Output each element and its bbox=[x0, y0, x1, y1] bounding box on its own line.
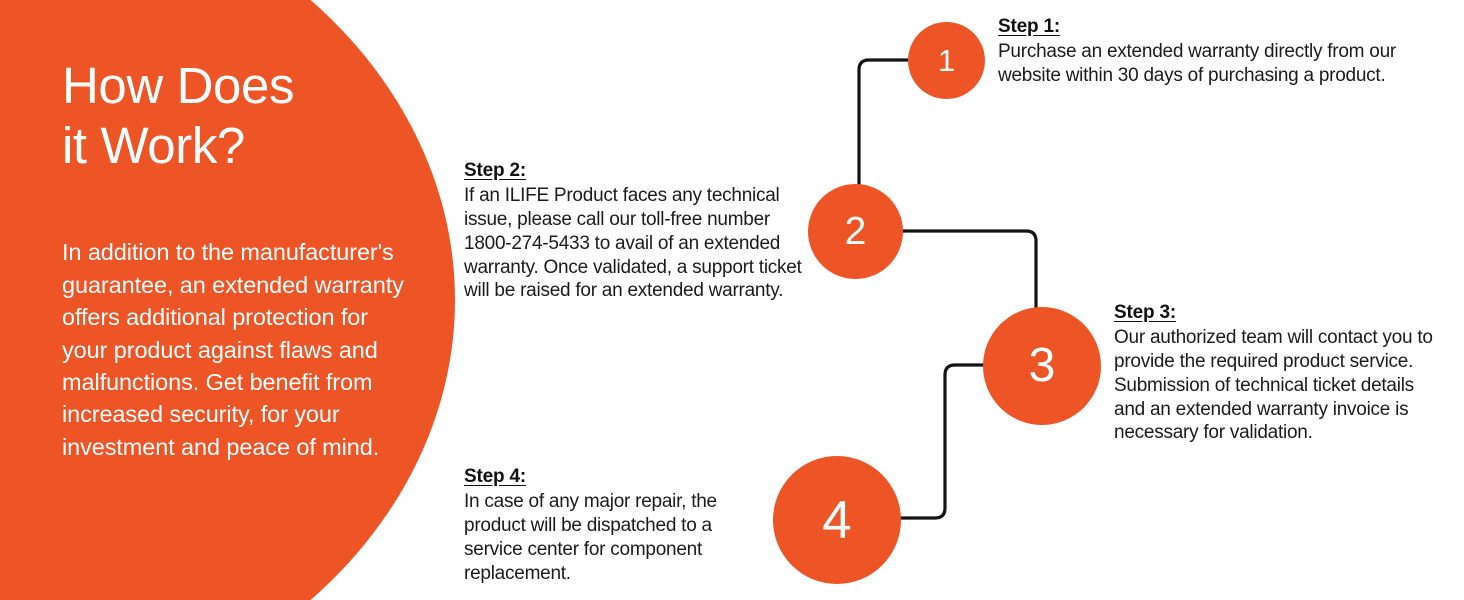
step-block-2: Step 2: If an ILIFE Product faces any te… bbox=[464, 160, 812, 303]
hero-background-shape bbox=[0, 0, 455, 600]
step-block-4: Step 4: In case of any major repair, the… bbox=[464, 466, 764, 585]
step-2-body: If an ILIFE Product faces any technical … bbox=[464, 185, 802, 302]
step-3-title: Step 3: bbox=[1114, 302, 1176, 323]
step-node-2[interactable]: 2 bbox=[808, 184, 903, 279]
step-4-title: Step 4: bbox=[464, 466, 526, 487]
step-1-body: Purchase an extended warranty directly f… bbox=[998, 41, 1397, 86]
step-3-body: Our authorized team will contact you to … bbox=[1114, 327, 1433, 444]
step-2-title: Step 2: bbox=[464, 160, 526, 181]
hero-content: How Does it Work? In addition to the man… bbox=[62, 56, 407, 463]
step-block-3: Step 3: Our authorized team will contact… bbox=[1114, 302, 1434, 445]
step-4-body: In case of any major repair, the product… bbox=[464, 491, 717, 584]
step-block-1: Step 1: Purchase an extended warranty di… bbox=[998, 16, 1430, 88]
page-title: How Does it Work? bbox=[62, 57, 295, 175]
step-1-title: Step 1: bbox=[998, 16, 1060, 37]
hero-description: In addition to the manufacturer's guaran… bbox=[62, 239, 404, 460]
step-node-1[interactable]: 1 bbox=[908, 22, 985, 99]
step-node-4[interactable]: 4 bbox=[773, 456, 901, 584]
step-node-3[interactable]: 3 bbox=[983, 307, 1101, 425]
